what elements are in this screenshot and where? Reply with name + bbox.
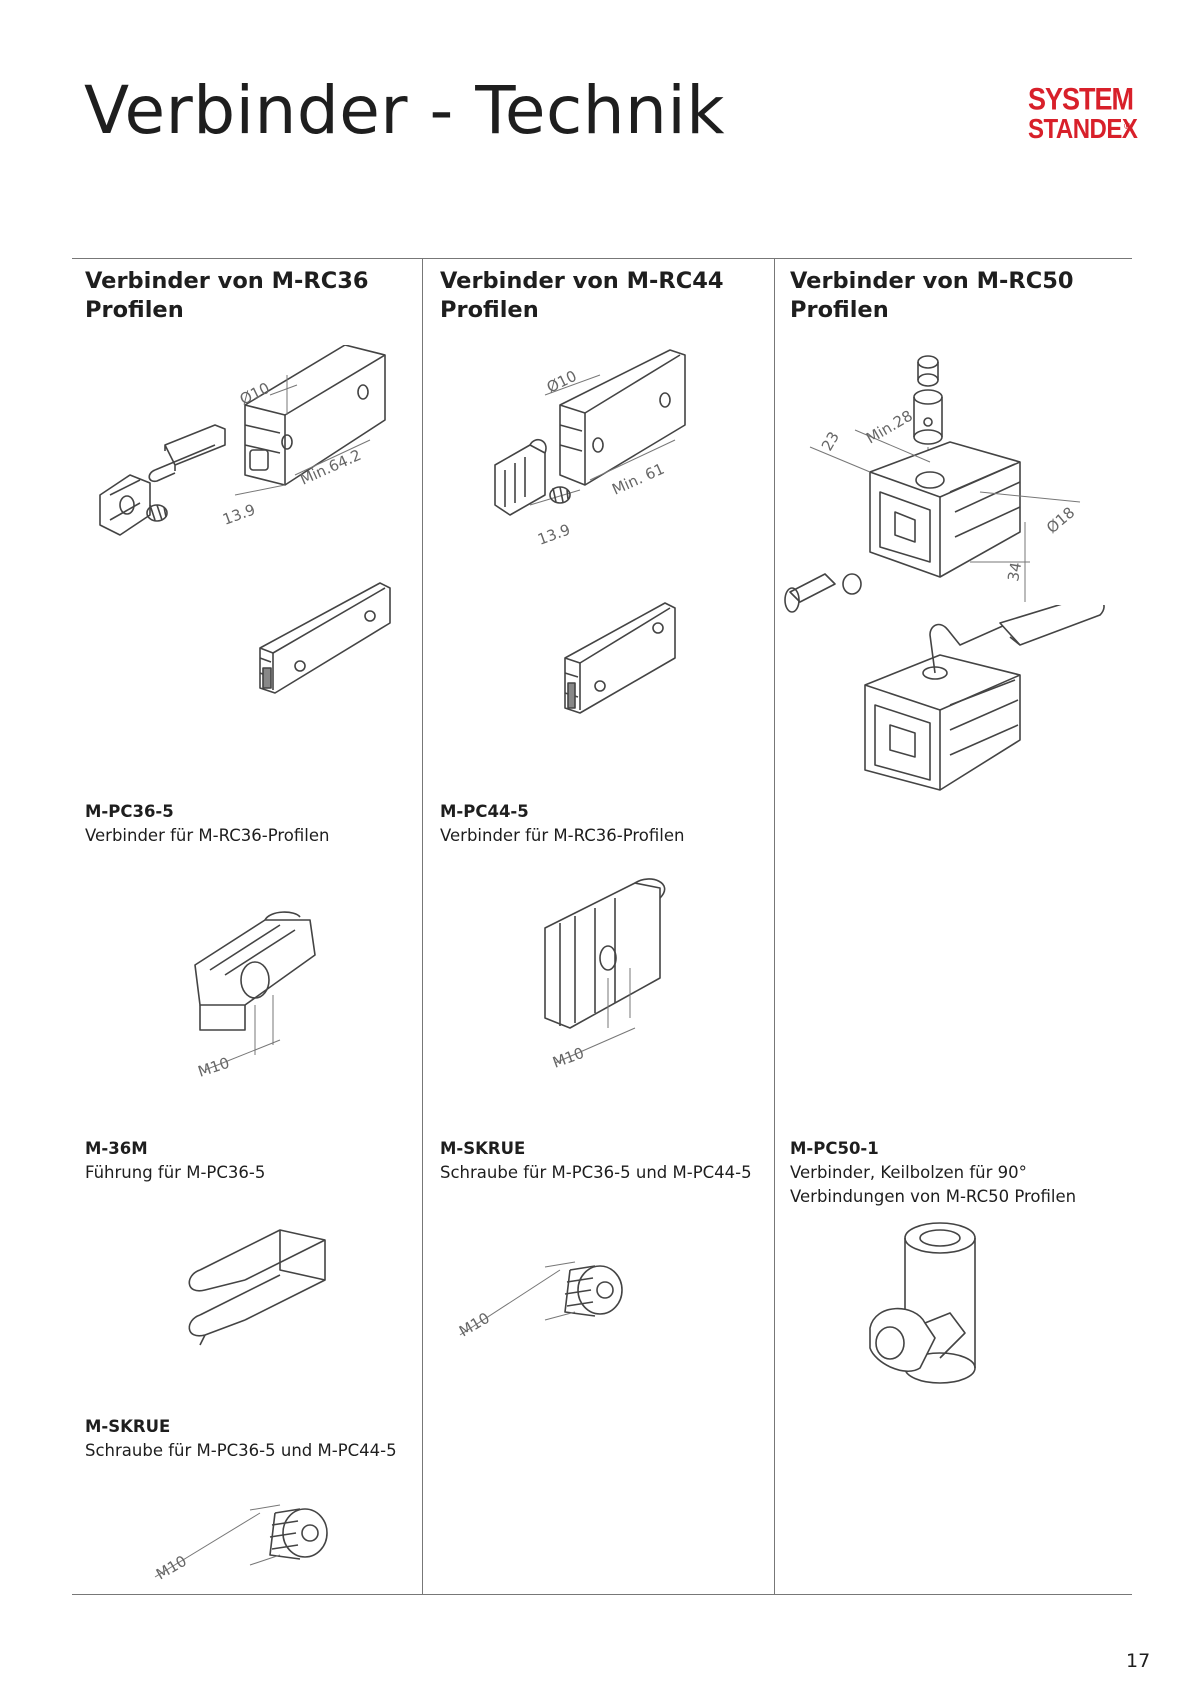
item-code: M-PC44-5 xyxy=(440,802,529,821)
screw-drawing-col1: M10 xyxy=(150,1485,340,1585)
dim-m10: M10 xyxy=(196,1054,232,1081)
dim-m10: M10 xyxy=(550,1044,586,1072)
clip-m-36m-drawing: M10 xyxy=(185,905,355,1085)
exploded-connector-rc44-drawing: Ø10 Min. 61 13.9 xyxy=(490,345,710,560)
exploded-connector-rc50-drawing: 23 Min.28 Ø18 34 xyxy=(780,352,1110,652)
item-m-skrue-col1: M-SKRUE Schraube für M-PC36-5 und M-PC44… xyxy=(85,1415,415,1463)
clip-m-pc44-drawing: M10 xyxy=(540,878,690,1078)
item-code: M-36M xyxy=(85,1139,148,1158)
page-title: Verbinder - Technik xyxy=(84,72,725,149)
item-description-line-1: Verbinder, Keilbolzen für 90° xyxy=(790,1163,1027,1182)
item-m-36m: M-36M Führung für M-PC36-5 xyxy=(85,1137,415,1185)
bottom-rule xyxy=(72,1594,1132,1595)
top-rule xyxy=(72,258,1132,259)
connector-m-pc44-5-drawing xyxy=(560,598,690,748)
item-code: M-SKRUE xyxy=(85,1417,171,1436)
logo-line-2: STANDEX xyxy=(1028,113,1138,145)
connector-m-pc36-5-drawing xyxy=(255,578,405,718)
dim-23: 23 xyxy=(818,428,843,454)
page-number: 17 xyxy=(1126,1650,1151,1672)
column-divider-2 xyxy=(774,258,775,1594)
item-m-skrue-col2: M-SKRUE Schraube für M-PC36-5 und M-PC44… xyxy=(440,1137,770,1185)
item-code: M-PC36-5 xyxy=(85,802,174,821)
dim-diameter-10: Ø10 xyxy=(544,367,580,397)
item-description-line-2: Verbindungen von M-RC50 Profilen xyxy=(790,1187,1077,1206)
dim-height: 13.9 xyxy=(220,500,258,528)
guide-drawing xyxy=(180,1225,340,1365)
wedge-bolt-m-pc50-1-drawing xyxy=(865,1218,1025,1398)
logo-registered-mark: ® xyxy=(1124,121,1131,131)
screw-drawing-col2: M10 xyxy=(455,1245,645,1345)
item-description: Schraube für M-PC36-5 und M-PC44-5 xyxy=(440,1163,752,1182)
item-description: Verbinder für M-RC36-Profilen xyxy=(440,826,685,845)
item-description: Verbinder für M-RC36-Profilen xyxy=(85,826,330,845)
dim-m10: M10 xyxy=(456,1309,493,1341)
item-description: Führung für M-PC36-5 xyxy=(85,1163,266,1182)
system-standex-logo: SYSTEM STANDEX ® xyxy=(1028,81,1138,145)
dim-min-28: Min.28 xyxy=(863,407,916,448)
item-description: Schraube für M-PC36-5 und M-PC44-5 xyxy=(85,1441,397,1460)
dim-34: 34 xyxy=(1004,561,1025,583)
item-code: M-SKRUE xyxy=(440,1139,526,1158)
exploded-connector-rc36-drawing: Ø10 Min.64.2 13.9 xyxy=(95,345,415,575)
assembled-rc50-with-hex-key-drawing xyxy=(860,605,1120,805)
item-m-pc50-1: M-PC50-1 Verbinder, Keilbolzen für 90° V… xyxy=(790,1137,1120,1209)
dim-diameter-18: Ø18 xyxy=(1043,503,1078,537)
column-divider-1 xyxy=(422,258,423,1594)
logo-line-1: SYSTEM xyxy=(1028,81,1134,117)
dim-height: 13.9 xyxy=(535,520,573,548)
dim-m10: M10 xyxy=(153,1552,190,1584)
item-m-pc36-5: M-PC36-5 Verbinder für M-RC36-Profilen xyxy=(85,800,415,848)
item-m-pc44-5: M-PC44-5 Verbinder für M-RC36-Profilen xyxy=(440,800,770,848)
item-code: M-PC50-1 xyxy=(790,1139,879,1158)
